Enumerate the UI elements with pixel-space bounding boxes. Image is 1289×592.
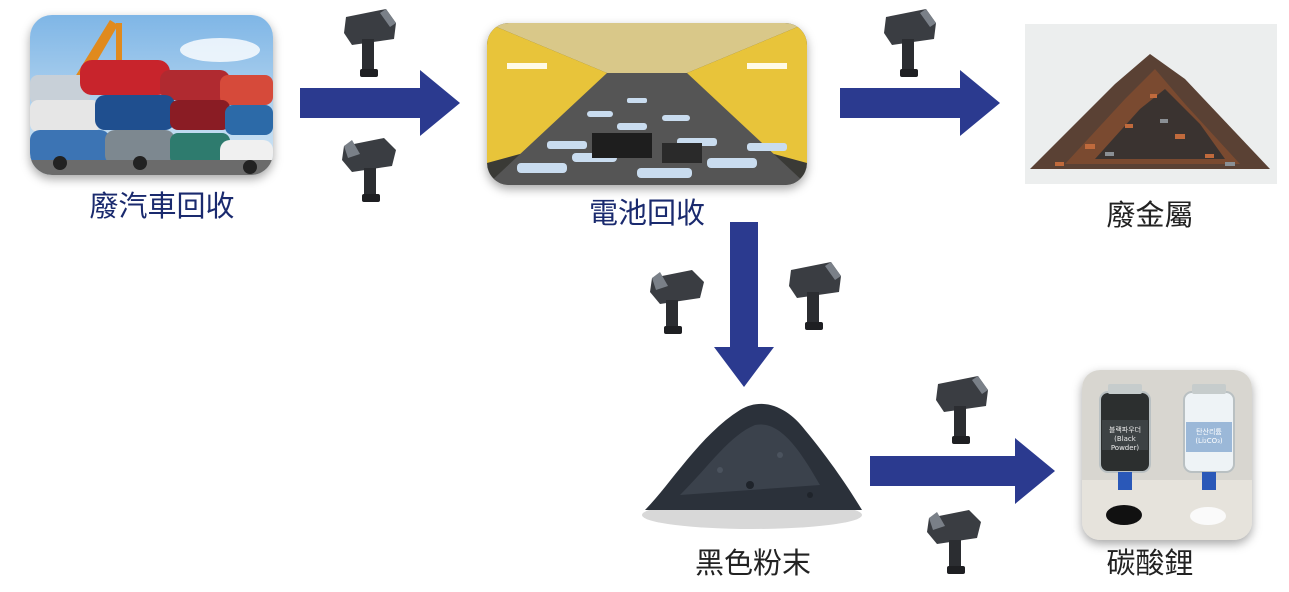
arrow-right-icon xyxy=(300,70,460,136)
xrf-analyzer-icon xyxy=(648,260,708,340)
lithium-carbonate-photo: 블랙파우더 (Black Powder) 탄산리튬 (Li₂CO₃) xyxy=(1082,370,1252,540)
scrap-metal-photo xyxy=(1025,24,1277,184)
xrf-analyzer-icon xyxy=(340,128,400,208)
black-powder-label: 黑色粉末 xyxy=(694,546,811,580)
xrf-analyzer-icon xyxy=(880,5,940,85)
xrf-analyzer-icon xyxy=(932,372,992,452)
black-bottle-label: 블랙파우더 (Black Powder) xyxy=(1108,426,1142,452)
arrow-right-icon xyxy=(870,438,1055,504)
arrow-right-icon xyxy=(840,70,1000,136)
xrf-analyzer-icon xyxy=(925,500,985,580)
scrap-metal-label: 廢金屬 xyxy=(1106,198,1194,232)
xrf-analyzer-icon xyxy=(340,5,400,85)
battery-recycling-label: 電池回收 xyxy=(588,196,705,230)
xrf-analyzer-icon xyxy=(785,258,845,338)
car-recycling-photo xyxy=(30,15,273,175)
car-recycling-label: 廢汽車回收 xyxy=(89,189,235,223)
white-bottle-label: 탄산리튬 (Li₂CO₃) xyxy=(1195,428,1223,445)
battery-recycling-photo xyxy=(487,23,807,185)
black-powder-photo xyxy=(640,375,865,535)
arrow-down-icon xyxy=(714,222,774,387)
lithium-carbonate-label: 碳酸鋰 xyxy=(1106,546,1194,580)
